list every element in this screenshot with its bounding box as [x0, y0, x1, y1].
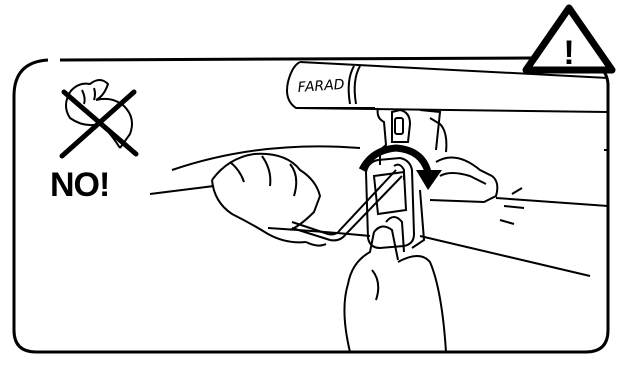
roof-bar	[286, 61, 609, 113]
no-label: NO!	[50, 166, 110, 204]
cross-out-icon	[59, 89, 139, 159]
warning-icon: !	[522, 4, 616, 74]
warning-glyph: !	[563, 34, 574, 72]
roof-rack-foot	[364, 107, 499, 250]
car-roof	[171, 145, 609, 277]
click-marks	[499, 187, 525, 225]
diagram-frame	[12, 56, 610, 354]
flexed-arm-icon	[65, 79, 133, 149]
allen-key-icon	[291, 163, 405, 242]
right-hand	[343, 216, 447, 353]
left-hand	[149, 152, 327, 247]
clockwise-arrow-icon	[358, 144, 442, 190]
brand-text: FARAD	[297, 77, 345, 96]
